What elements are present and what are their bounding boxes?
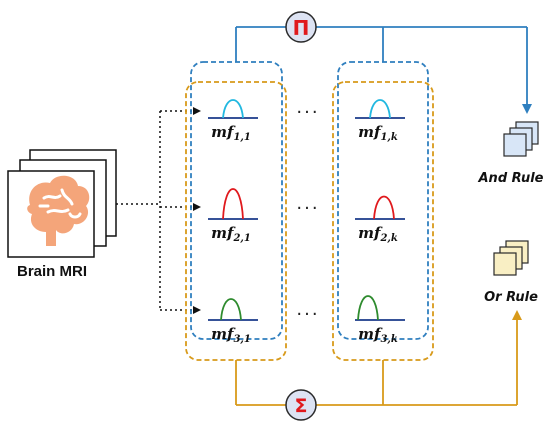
mf-label-mf31: mf3,1 xyxy=(211,325,251,345)
ellipsis-row-2: ··· xyxy=(296,198,319,219)
column-1-group xyxy=(185,61,287,361)
mf-label-mf11: mf1,1 xyxy=(211,123,251,143)
and-rule-icon xyxy=(503,121,539,157)
mf-label-base: mf xyxy=(211,224,236,242)
column-k-group xyxy=(332,61,434,361)
mf-label-subscript: 3,k xyxy=(380,334,397,345)
brain-icon xyxy=(27,175,90,246)
membership-function-curves xyxy=(208,99,405,321)
mf-label-subscript: 1,k xyxy=(380,132,397,143)
input-connector xyxy=(116,107,201,314)
or-connector xyxy=(235,310,522,406)
mf-curve-mf21 xyxy=(222,188,244,220)
mf-label-mf1k: mf1,k xyxy=(358,123,398,143)
brain-mri-label: Brain MRI xyxy=(17,263,87,280)
mf-curve-mf3k xyxy=(357,295,379,321)
ellipsis-row-1: ··· xyxy=(296,102,319,123)
mf-label-base: mf xyxy=(358,224,383,242)
mf-label-base: mf xyxy=(211,123,236,141)
mf-label-base: mf xyxy=(358,325,383,343)
and-connector xyxy=(235,26,532,114)
mf-label-mf21: mf2,1 xyxy=(211,224,251,244)
product-symbol: Π xyxy=(293,16,310,40)
mf-label-base: mf xyxy=(211,325,236,343)
mf-label-base: mf xyxy=(358,123,383,141)
mf-label-mf3k: mf3,k xyxy=(358,325,398,345)
product-operator: Π xyxy=(285,11,317,43)
ellipsis-row-3: ··· xyxy=(296,304,319,325)
mf-label-subscript: 1,1 xyxy=(233,132,250,143)
mf-label-subscript: 2,k xyxy=(379,233,397,244)
mf-curve-mf1k xyxy=(369,99,391,119)
mf-label-mf2k: mf2,k xyxy=(358,224,398,244)
or-rule-icon xyxy=(493,240,529,276)
mf-label-subscript: 3,1 xyxy=(233,334,250,345)
mf-curve-mf11 xyxy=(222,99,244,119)
mf-curve-mf2k xyxy=(373,195,395,220)
sum-symbol: Σ xyxy=(295,395,308,417)
brain-mri-stack xyxy=(7,149,117,258)
and-rule-label: And Rule xyxy=(478,171,544,186)
mf-curve-mf31 xyxy=(220,298,242,321)
or-rule-label: Or Rule xyxy=(484,290,538,305)
mf-label-subscript: 2,1 xyxy=(232,233,250,244)
sum-operator: Σ xyxy=(285,389,317,421)
